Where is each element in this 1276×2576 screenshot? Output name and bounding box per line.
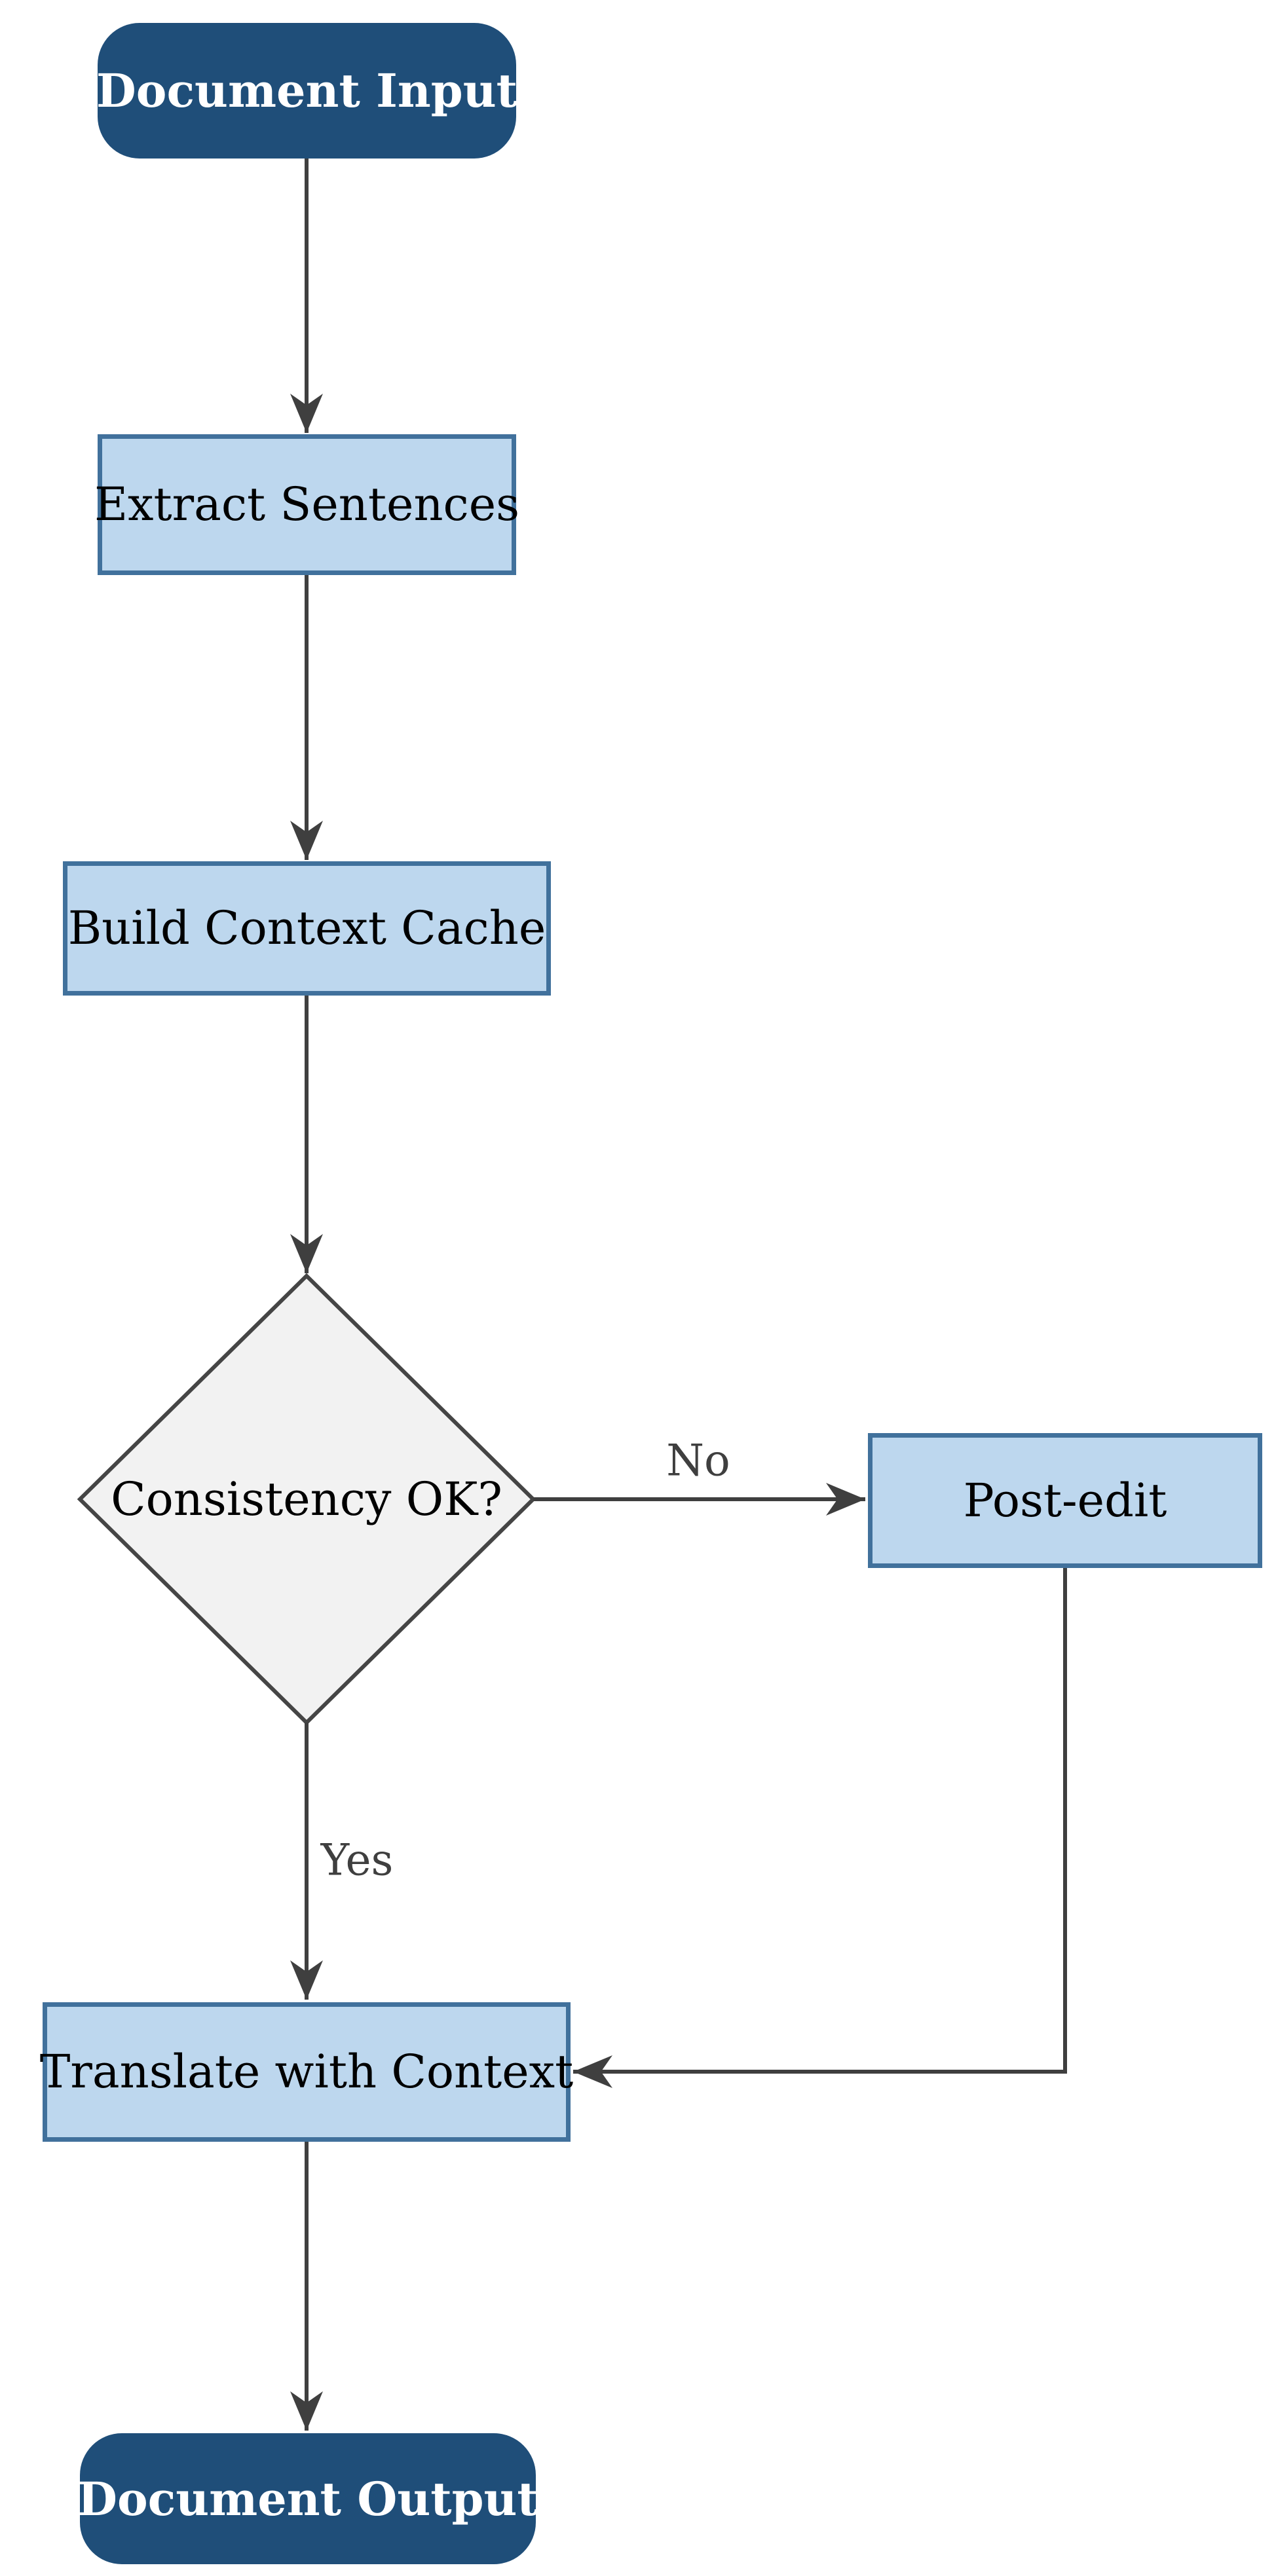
node-extract-sentences: Extract Sentences xyxy=(94,434,519,575)
node-post-edit: Post-edit xyxy=(868,1433,1262,1568)
node-translate-with-context: Translate with Context xyxy=(40,2002,573,2142)
node-document-output: Document Output xyxy=(77,2433,538,2564)
node-consistency-decision-label: Consistency OK? xyxy=(111,1472,502,1526)
edge-label-no: No xyxy=(666,1435,730,1486)
node-build-context-cache: Build Context Cache xyxy=(63,861,551,996)
node-document-input: Document Input xyxy=(96,23,517,159)
edge-postedit-translate xyxy=(573,1568,1067,2088)
edge-label-yes: Yes xyxy=(320,1835,394,1886)
